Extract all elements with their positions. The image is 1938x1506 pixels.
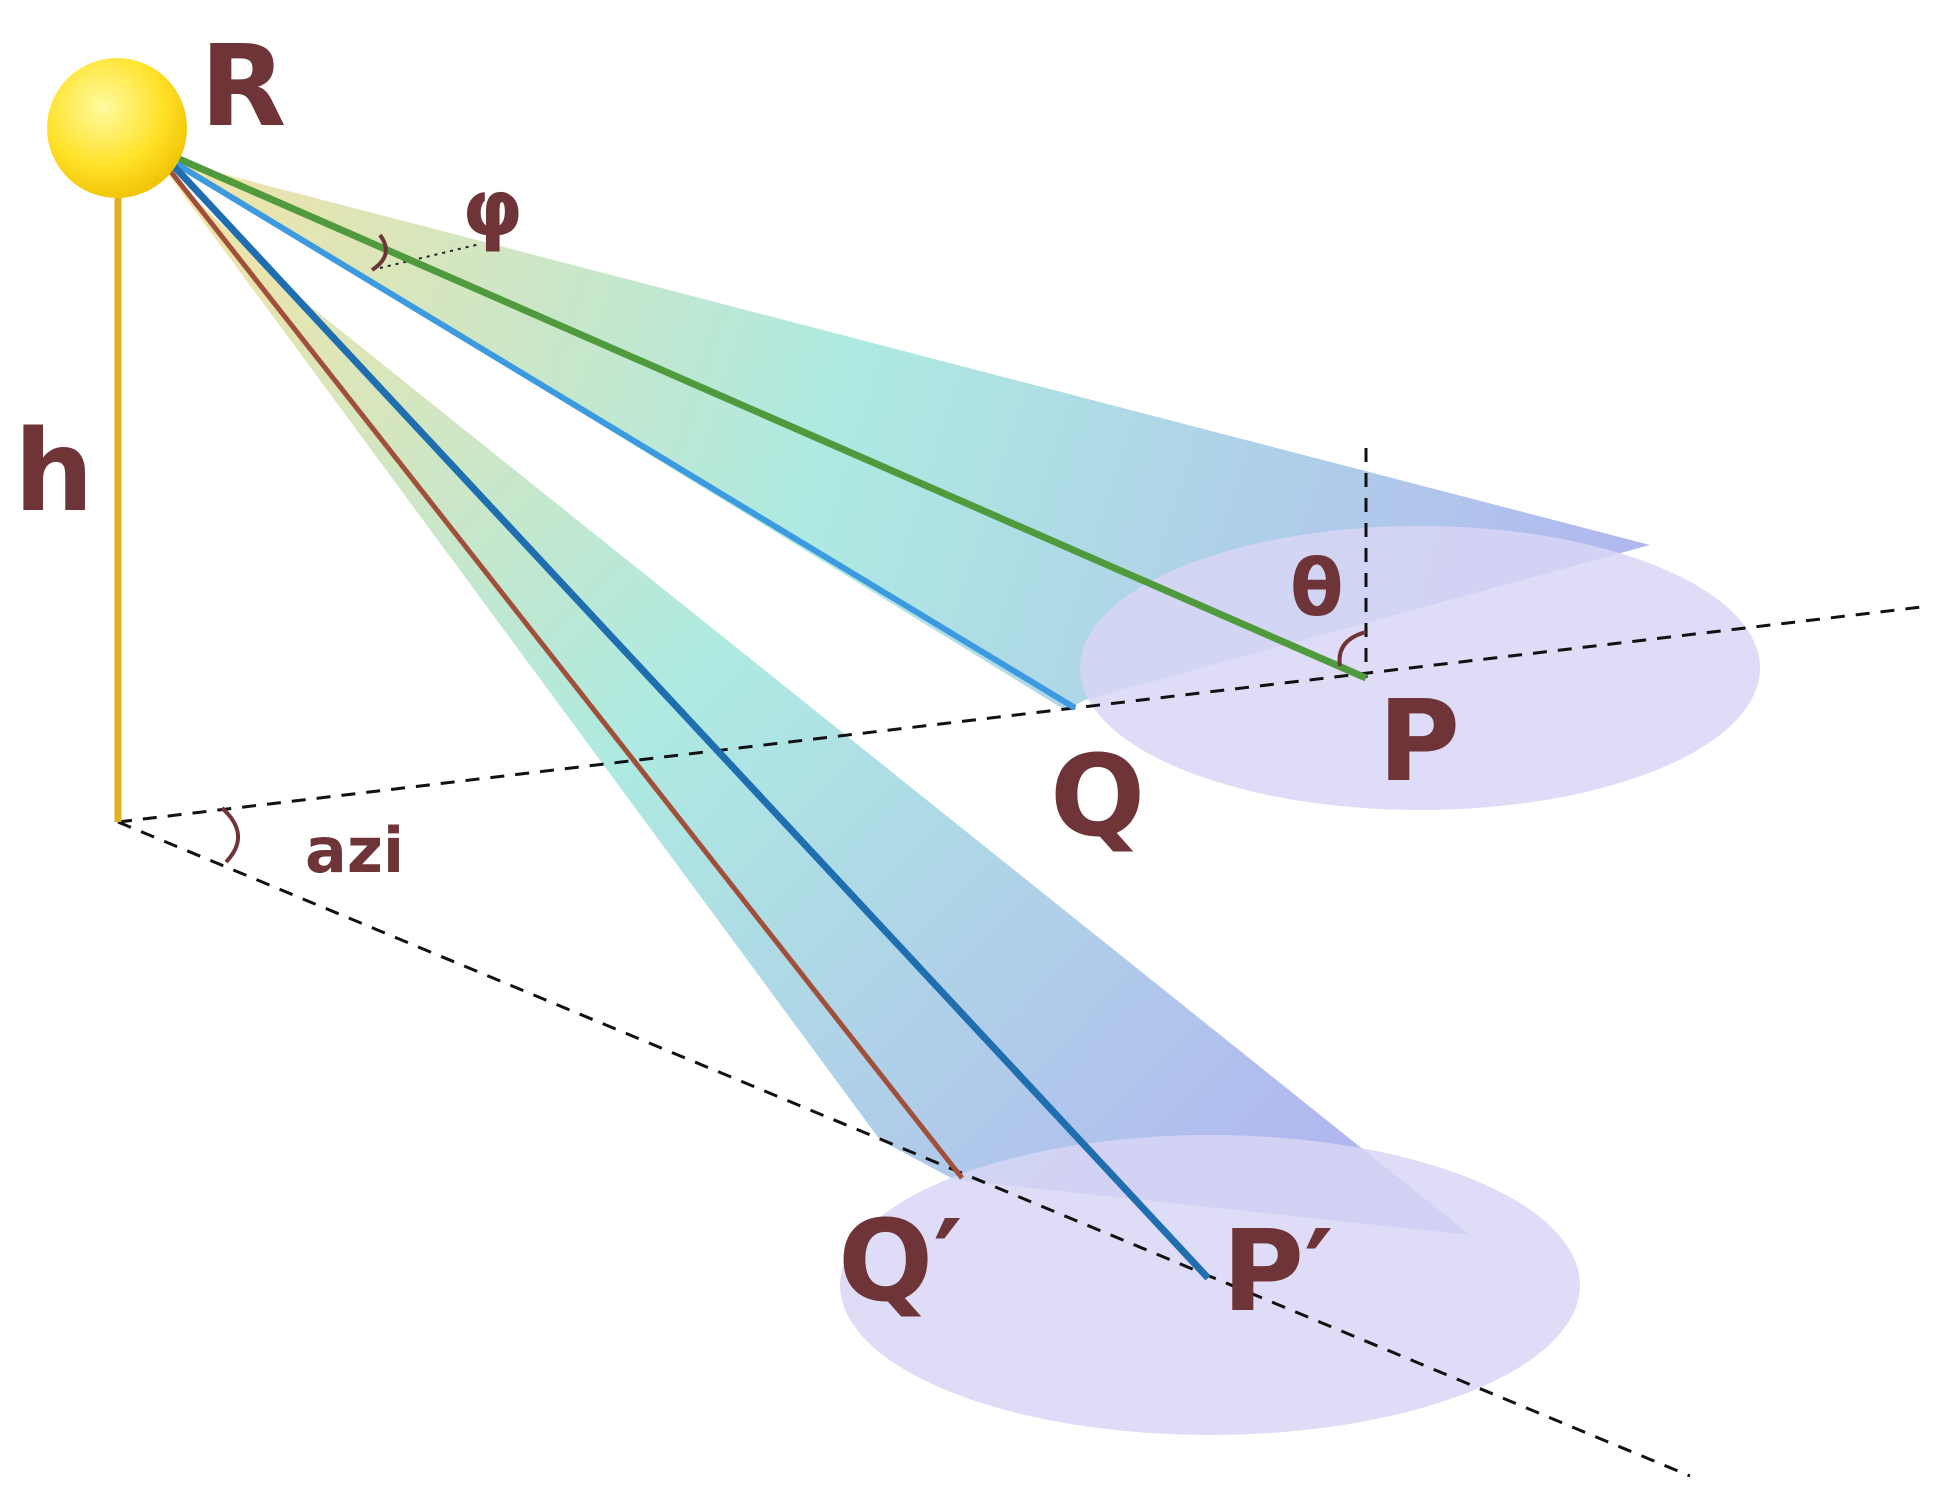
sun-icon <box>47 58 187 198</box>
phi-angle-arc <box>370 233 388 272</box>
label-P: P <box>1378 677 1460 807</box>
theta-angle-arc <box>1337 630 1367 667</box>
ray-R-to-P-prime <box>167 159 1211 1281</box>
label-Q-prime: Q′ <box>838 1197 963 1327</box>
ray-R-to-P <box>168 151 1368 682</box>
phi-reference-line <box>379 243 481 269</box>
label-P-prime: P′ <box>1222 1207 1334 1337</box>
label-azi: azi <box>305 814 404 887</box>
ray-R-to-Q <box>168 157 1077 711</box>
label-phi: φ <box>462 164 523 254</box>
lower-footprint-ellipse <box>840 1135 1580 1435</box>
label-theta: θ <box>1290 544 1344 634</box>
azimuth-axis-upper <box>117 604 1931 824</box>
lower-beam-cone <box>165 170 1470 1235</box>
azimuth-axis-lower <box>117 820 1691 1478</box>
azimuth-angle-arc <box>220 806 241 864</box>
ray-R-to-Q-prime <box>166 166 964 1180</box>
label-Q: Q <box>1050 732 1145 862</box>
label-h: h <box>14 407 94 537</box>
label-R: R <box>200 22 286 152</box>
